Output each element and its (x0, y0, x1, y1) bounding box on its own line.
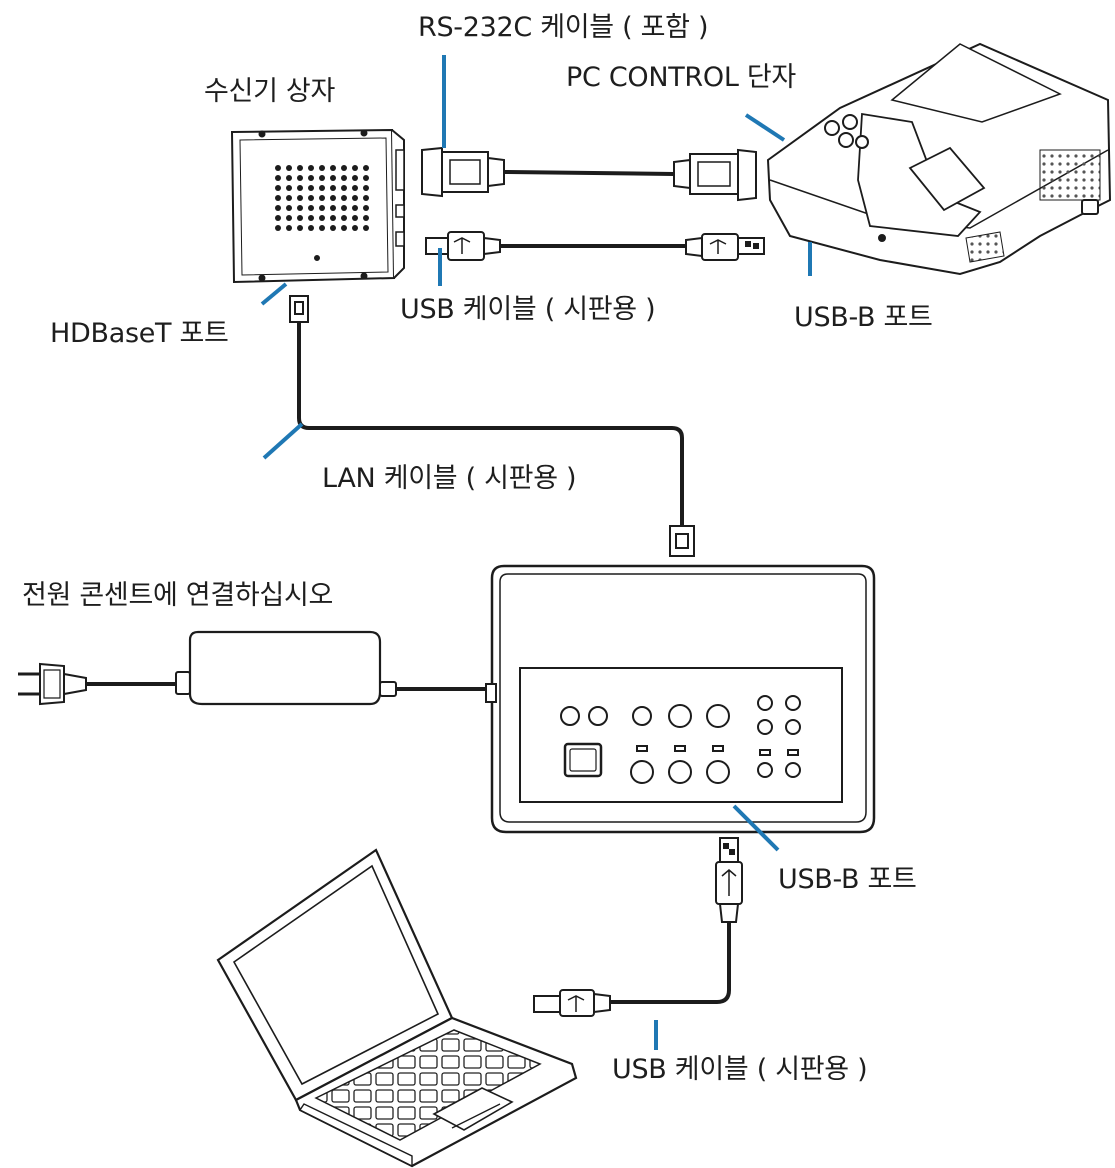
usb-cable-top (425, 231, 765, 261)
vent-dot (330, 175, 336, 181)
vent-dot (363, 195, 369, 201)
vent-dot (319, 175, 325, 181)
vent-dot (341, 215, 347, 221)
vent-dot (352, 165, 358, 171)
vent-dot (275, 195, 281, 201)
vent-dot (286, 175, 292, 181)
vent-dot (330, 205, 336, 211)
vent-dot (319, 165, 325, 171)
vent-dot (297, 195, 303, 201)
vent-dot (275, 175, 281, 181)
vent-dot (297, 185, 303, 191)
usb-b-port-projector-label: USB-B 포트 (794, 302, 933, 333)
vent-dot (297, 205, 303, 211)
transmitter-panel-ports (560, 695, 801, 784)
vent-dot (308, 215, 314, 221)
usb-cable-bottom (533, 837, 743, 1017)
receiver-vent-dots (275, 165, 369, 231)
vent-dot (308, 205, 314, 211)
vent-dot (308, 175, 314, 181)
vent-dot (308, 195, 314, 201)
power-outlet-label: 전원 콘센트에 연결하십시오 (22, 580, 334, 611)
receiver-box-label: 수신기 상자 (204, 76, 335, 107)
vent-dot (341, 225, 347, 231)
vent-dot (330, 225, 336, 231)
usb-cable-bottom-label: USB 케이블 ( 시판용 ) (612, 1054, 868, 1085)
vent-dot (286, 205, 292, 211)
vent-dot (341, 205, 347, 211)
vent-dot (330, 165, 336, 171)
vent-dot (352, 185, 358, 191)
vent-dot (297, 225, 303, 231)
receiver-box (230, 128, 405, 284)
usb-b-port-transmitter-label: USB-B 포트 (778, 864, 917, 895)
rs232-cable-label: RS-232C 케이블 ( 포함 ) (418, 12, 709, 43)
vent-dot (341, 185, 347, 191)
vent-dot (308, 185, 314, 191)
transmitter-box (485, 564, 876, 834)
vent-dot (363, 185, 369, 191)
projector (766, 42, 1112, 276)
pc-control-port-label: PC CONTROL 단자 (566, 62, 796, 93)
vent-dot (352, 175, 358, 181)
vent-dot (308, 165, 314, 171)
laptop (216, 848, 578, 1168)
vent-dot (363, 175, 369, 181)
hdbaset-port (289, 295, 309, 323)
hdbaset-port-label: HDBaseT 포트 (50, 318, 229, 349)
vent-dot (286, 185, 292, 191)
vent-dot (275, 215, 281, 221)
vent-dot (330, 195, 336, 201)
vent-dot (330, 215, 336, 221)
vent-dot (319, 225, 325, 231)
rs232-cable (421, 146, 757, 202)
vent-dot (297, 215, 303, 221)
vent-dot (341, 175, 347, 181)
vent-dot (275, 205, 281, 211)
vent-dot (319, 205, 325, 211)
vent-dot (297, 175, 303, 181)
vent-dot (352, 225, 358, 231)
vent-dot (286, 165, 292, 171)
vent-dot (319, 185, 325, 191)
vent-dot (363, 205, 369, 211)
leader-lines (260, 55, 812, 1050)
vent-dot (330, 185, 336, 191)
vent-dot (297, 165, 303, 171)
vent-dot (341, 195, 347, 201)
vent-dot (319, 215, 325, 221)
vent-dot (275, 225, 281, 231)
vent-dot (286, 225, 292, 231)
power-adapter (18, 630, 486, 706)
vent-dot (286, 195, 292, 201)
vent-dot (352, 195, 358, 201)
vent-dot (275, 185, 281, 191)
vent-dot (319, 195, 325, 201)
vent-dot (352, 215, 358, 221)
vent-dot (363, 165, 369, 171)
vent-dot (308, 225, 314, 231)
vent-dot (286, 215, 292, 221)
vent-dot (275, 165, 281, 171)
vent-dot (352, 205, 358, 211)
lan-cable-label: LAN 케이블 ( 시판용 ) (322, 463, 577, 494)
lan-connector-bottom (669, 525, 695, 557)
lan-cable (297, 322, 684, 526)
usb-cable-top-label: USB 케이블 ( 시판용 ) (400, 294, 656, 325)
vent-dot (363, 225, 369, 231)
vent-dot (341, 165, 347, 171)
vent-dot (363, 215, 369, 221)
